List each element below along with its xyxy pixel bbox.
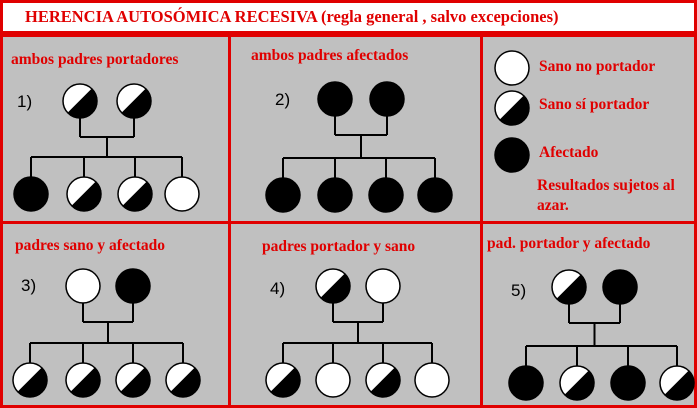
child-portador	[65, 362, 101, 398]
pedigree	[508, 269, 695, 401]
child-afectado	[417, 177, 453, 213]
child-portador	[117, 176, 153, 212]
panel-title: padres portador y sano	[262, 238, 416, 255]
panel-1: ambos padres portadores 1)	[0, 34, 231, 224]
figure-title: HERENCIA AUTOSÓMICA RECESIVA (regla gene…	[0, 0, 697, 34]
child-afectado	[265, 177, 301, 213]
panel-number: 3)	[21, 276, 37, 295]
pedigree	[265, 81, 453, 213]
legend-panel: Sano no portador Sano sí portador Afecta…	[480, 34, 697, 224]
parent-sano	[365, 268, 401, 304]
legend-symbol-afectado	[494, 137, 530, 173]
parent-sano	[65, 268, 101, 304]
panel-2: ambos padres afectados 2)	[228, 34, 483, 224]
legend-label-portador: Sano sí portador	[539, 96, 650, 113]
panel-title: padres sano y afectado	[15, 237, 165, 254]
pedigree	[265, 268, 450, 398]
parent-portador	[315, 268, 351, 304]
panel-number: 2)	[275, 90, 291, 109]
child-portador	[165, 362, 201, 398]
pedigree-lines	[30, 118, 183, 177]
panel-number: 1)	[17, 92, 33, 111]
parent-afectado	[369, 81, 405, 117]
pedigree-lines	[29, 303, 184, 363]
legend-symbol-sano	[494, 50, 530, 86]
legend-label-sano: Sano no portador	[539, 58, 656, 75]
child-portador	[659, 365, 695, 401]
legend-label-afectado: Afectado	[539, 144, 599, 161]
pedigree-lines	[282, 303, 433, 363]
parent-afectado	[317, 81, 353, 117]
pedigree-lines	[525, 304, 678, 366]
panel-number: 4)	[270, 279, 286, 298]
panel-4: padres portador y sano 4)	[228, 221, 483, 408]
child-portador	[365, 362, 401, 398]
child-sano	[414, 362, 450, 398]
parent-portador	[62, 83, 98, 119]
child-portador	[559, 365, 595, 401]
parent-afectado	[602, 269, 638, 305]
parent-portador	[551, 269, 587, 305]
legend-note: Resultados sujetos al azar.	[537, 177, 675, 214]
legend-symbol-portador	[494, 90, 530, 126]
panel-title: ambos padres portadores	[11, 51, 179, 68]
parent-afectado	[115, 268, 151, 304]
child-portador	[66, 176, 102, 212]
child-afectado	[317, 177, 353, 213]
panel-3: padres sano y afectado 3)	[0, 221, 231, 408]
child-sano	[315, 362, 351, 398]
child-portador	[265, 362, 301, 398]
child-afectado	[368, 177, 404, 213]
child-afectado	[610, 365, 646, 401]
child-sano	[164, 176, 200, 212]
parent-portador	[116, 83, 152, 119]
legend-symbols	[494, 50, 530, 173]
child-portador	[12, 362, 48, 398]
child-portador	[115, 362, 151, 398]
child-afectado	[13, 176, 49, 212]
panel-title: ambos padres afectados	[251, 47, 409, 64]
pedigree-lines	[282, 116, 436, 178]
pedigree	[12, 268, 201, 398]
pedigree	[13, 83, 200, 212]
child-afectado	[508, 365, 544, 401]
panel-number: 5)	[511, 281, 527, 300]
panel-5: pad. portador y afectado 5)	[480, 221, 697, 408]
panel-title: pad. portador y afectado	[487, 235, 651, 252]
